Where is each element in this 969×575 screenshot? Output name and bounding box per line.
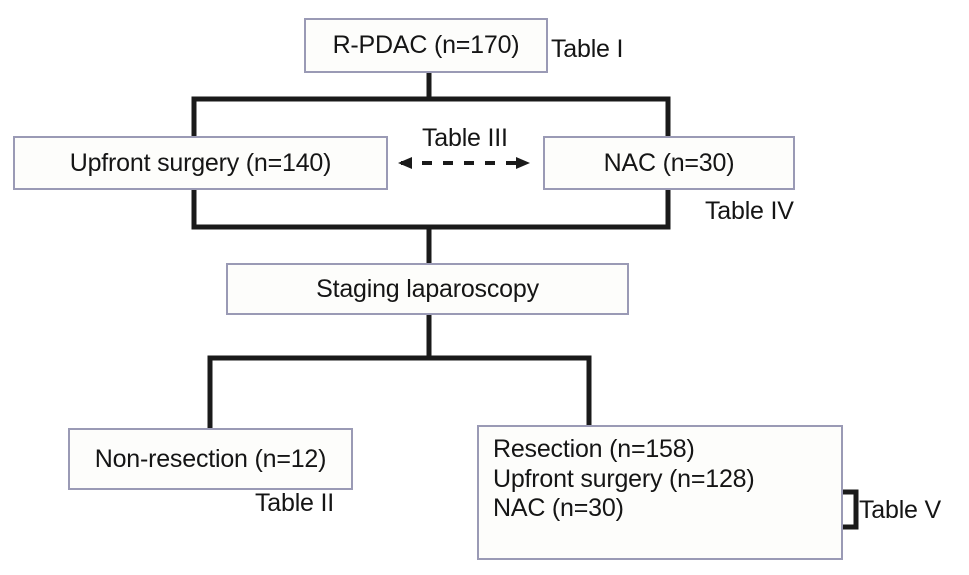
node-resection-total: Resection (n=158) (493, 435, 695, 463)
node-nac[interactable]: NAC (n=30) (543, 136, 795, 190)
node-resection[interactable]: Resection (n=158) Upfront surgery (n=128… (477, 425, 843, 560)
arrowhead-right (516, 157, 530, 169)
arrowhead-left (398, 157, 412, 169)
node-upfront-surgery[interactable]: Upfront surgery (n=140) (13, 136, 388, 190)
node-resection-nac: NAC (n=30) (493, 494, 624, 522)
arrow-table-iii (398, 157, 530, 169)
node-non-resection-label: Non-resection (n=12) (94, 444, 327, 473)
connector-staging-split (207, 312, 592, 431)
annotation-table-iv: Table IV (705, 197, 794, 225)
node-r-pdac[interactable]: R-PDAC (n=170) (304, 18, 548, 73)
node-resection-upfront: Upfront surgery (n=128) (493, 464, 755, 493)
node-upfront-surgery-label: Upfront surgery (n=140) (69, 148, 332, 177)
connector-merge-staging (191, 187, 671, 267)
annotation-table-iii: Table III (422, 124, 508, 152)
node-r-pdac-label: R-PDAC (n=170) (332, 31, 520, 59)
annotation-table-v: Table V (859, 496, 941, 524)
bracket-table-v (840, 489, 859, 530)
node-staging-laparoscopy-label: Staging laparoscopy (316, 274, 539, 303)
node-staging-laparoscopy[interactable]: Staging laparoscopy (226, 263, 629, 315)
annotation-table-i: Table I (551, 35, 624, 63)
node-non-resection[interactable]: Non-resection (n=12) (68, 428, 353, 490)
annotation-table-ii: Table II (255, 489, 335, 517)
node-nac-label: NAC (n=30) (603, 148, 735, 177)
